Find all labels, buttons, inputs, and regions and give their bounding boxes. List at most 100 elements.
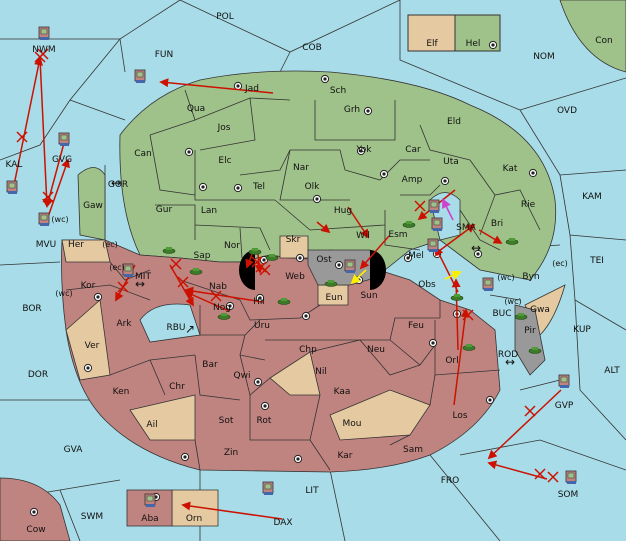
province-label-her: Her — [68, 240, 84, 250]
coast-label: (ec) — [109, 263, 125, 272]
province-label-bar: Bar — [202, 360, 218, 370]
army-unit-icon[interactable] — [431, 217, 443, 231]
province-label-buc: BUC — [492, 309, 511, 319]
province-label-qua: Qua — [187, 104, 205, 114]
army-unit-icon[interactable] — [122, 263, 134, 277]
failed-order-cross-icon — [534, 468, 546, 480]
army-unit-icon[interactable] — [482, 277, 494, 291]
army-unit-icon[interactable] — [428, 199, 440, 213]
failed-order-cross-icon — [462, 309, 474, 321]
supply-center-icon — [440, 176, 450, 186]
province-label-rie: Rie — [521, 200, 536, 210]
fleet-unit-icon[interactable] — [162, 247, 176, 254]
supply-center-icon — [295, 253, 305, 263]
army-unit-icon[interactable] — [427, 238, 439, 252]
fleet-unit-icon[interactable] — [402, 221, 416, 228]
strait-arrow-icon: ↔ — [135, 277, 145, 291]
supply-center-icon — [83, 363, 93, 373]
supply-center-icon — [356, 146, 366, 156]
supply-center-icon — [363, 106, 373, 116]
move-order-arrow — [487, 389, 562, 460]
province-label-hug: Hug — [334, 206, 352, 216]
army-unit-icon[interactable] — [6, 180, 18, 194]
province-label-rbu: RBU — [166, 323, 185, 333]
province-label-tei: TEI — [589, 256, 604, 266]
province-label-car: Car — [405, 145, 421, 155]
strait-arrow-icon: ↔ — [471, 241, 481, 255]
move-order-arrow — [453, 308, 470, 406]
supply-center-icon — [473, 249, 483, 259]
supply-center-icon — [29, 507, 39, 517]
fleet-unit-icon[interactable] — [265, 254, 279, 261]
province-label-ovd: OVD — [557, 106, 577, 116]
fleet-unit-icon[interactable] — [277, 298, 291, 305]
province-label-elc: Elc — [218, 156, 231, 166]
army-unit-icon[interactable] — [58, 132, 70, 146]
legend-elf-label: Elf — [426, 39, 438, 49]
failed-order-cross-icon — [210, 290, 222, 302]
province-label-nor: Nor — [224, 241, 240, 251]
fleet-unit-icon[interactable] — [505, 238, 519, 245]
army-unit-icon[interactable] — [144, 493, 156, 507]
fleet-unit-icon[interactable] — [248, 248, 262, 255]
supply-center-icon — [233, 81, 243, 91]
province-label-mit: MIT — [135, 272, 151, 282]
province-label-cow: Cow — [26, 525, 45, 535]
province-label-gvg: GVG — [52, 155, 72, 165]
province-label-byn: Byn — [522, 272, 539, 282]
fleet-unit-icon[interactable] — [217, 313, 231, 320]
fleet-unit-icon[interactable] — [189, 268, 203, 275]
supply-center-icon — [198, 182, 208, 192]
fleet-unit-icon[interactable] — [324, 280, 338, 287]
move-order-arrow — [12, 56, 43, 191]
fleet-unit-icon[interactable] — [450, 294, 464, 301]
province-label-chp: Chp — [299, 345, 317, 355]
province-label-kam: KAM — [582, 192, 602, 202]
province-label-mou: Mou — [343, 419, 362, 429]
coast-label: (wc) — [497, 273, 514, 282]
army-unit-icon[interactable] — [565, 470, 577, 484]
fleet-unit-icon[interactable] — [514, 313, 528, 320]
province-label-kaa: Kaa — [334, 387, 351, 397]
province-label-uta: Uta — [443, 157, 459, 167]
supply-center-icon — [428, 338, 438, 348]
move-order-arrow — [181, 501, 283, 520]
province-label-ark: Ark — [116, 319, 132, 329]
province-label-chr: Chr — [169, 382, 185, 392]
failed-order-cross-icon — [42, 191, 54, 203]
failed-order-cross-icon — [547, 471, 559, 483]
army-unit-icon[interactable] — [38, 212, 50, 226]
army-unit-icon[interactable] — [134, 69, 146, 83]
province-label-kup: KUP — [573, 325, 591, 335]
province-label-dax: DAX — [273, 518, 292, 528]
province-label-aba: Aba — [141, 514, 158, 524]
army-unit-icon[interactable] — [558, 374, 570, 388]
fleet-unit-icon[interactable] — [462, 344, 476, 351]
army-unit-icon[interactable] — [262, 481, 274, 495]
province-label-grh: Grh — [344, 105, 360, 115]
fleet-unit-icon[interactable] — [528, 347, 542, 354]
province-label-gor: GOR — [108, 180, 128, 190]
move-order-arrow — [39, 57, 52, 208]
failed-order-cross-icon — [414, 200, 426, 212]
province-label-mvu: MVU — [36, 240, 57, 250]
failed-order-cross-icon — [117, 281, 129, 293]
province-label-sch: Sch — [330, 86, 346, 96]
province-label-gvp: GVP — [555, 401, 574, 411]
green-borders — [149, 89, 541, 259]
army-unit-icon[interactable] — [344, 259, 356, 273]
sea-rbu — [139, 303, 201, 343]
province-label-ail: Ail — [146, 420, 157, 430]
province-label-sun: Sun — [360, 291, 377, 301]
supply-center-icon — [312, 194, 322, 204]
supply-center-icon — [334, 260, 344, 270]
supply-center-icon — [233, 183, 243, 193]
province-label-som: SOM — [558, 490, 579, 500]
move-order-arrow — [47, 158, 70, 218]
province-label-mel: Mel — [408, 251, 424, 261]
legend-hel-label: Hel — [466, 39, 481, 49]
province-label-rot: Rot — [257, 416, 272, 426]
army-unit-icon[interactable] — [38, 26, 50, 40]
